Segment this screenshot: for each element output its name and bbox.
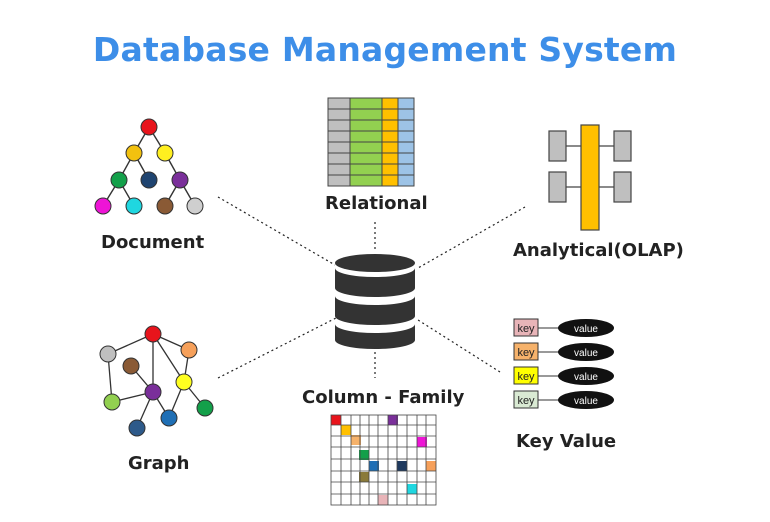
- column-family-label: Column - Family: [302, 387, 465, 408]
- document-label: Document: [101, 232, 205, 253]
- page-title: Database Management System: [92, 30, 678, 69]
- svg-text:value: value: [574, 324, 598, 335]
- key-value-icon: key value key value key value: [513, 318, 614, 409]
- key-value-pair: key value: [513, 342, 614, 361]
- key-value-pair: key value: [513, 390, 614, 409]
- svg-text:value: value: [574, 372, 598, 383]
- svg-text:key: key: [517, 371, 535, 383]
- connector-key-value: [417, 319, 501, 373]
- analytical-label: Analytical(OLAP): [513, 240, 684, 261]
- graph-network-icon: [99, 325, 214, 437]
- connector-lines: [217, 196, 526, 379]
- svg-text:key: key: [517, 347, 535, 359]
- analytical-olap-icon: [548, 124, 632, 231]
- key-value-label: Key Value: [516, 431, 617, 452]
- svg-text:key: key: [517, 395, 535, 407]
- relational-label: Relational: [325, 193, 428, 214]
- svg-text:value: value: [574, 396, 598, 407]
- svg-text:value: value: [574, 348, 598, 359]
- graph-label: Graph: [128, 453, 190, 474]
- column-family-grid-icon: [330, 414, 437, 506]
- connector-analytical: [417, 206, 526, 269]
- key-value-pair: key value: [513, 366, 614, 385]
- document-tree-icon: [94, 118, 204, 215]
- svg-text:key: key: [517, 323, 535, 335]
- database-icon: [335, 254, 415, 349]
- connector-document: [217, 196, 336, 266]
- relational-table-icon: [327, 97, 415, 187]
- key-value-pair: key value: [513, 318, 614, 337]
- connector-graph: [217, 317, 337, 379]
